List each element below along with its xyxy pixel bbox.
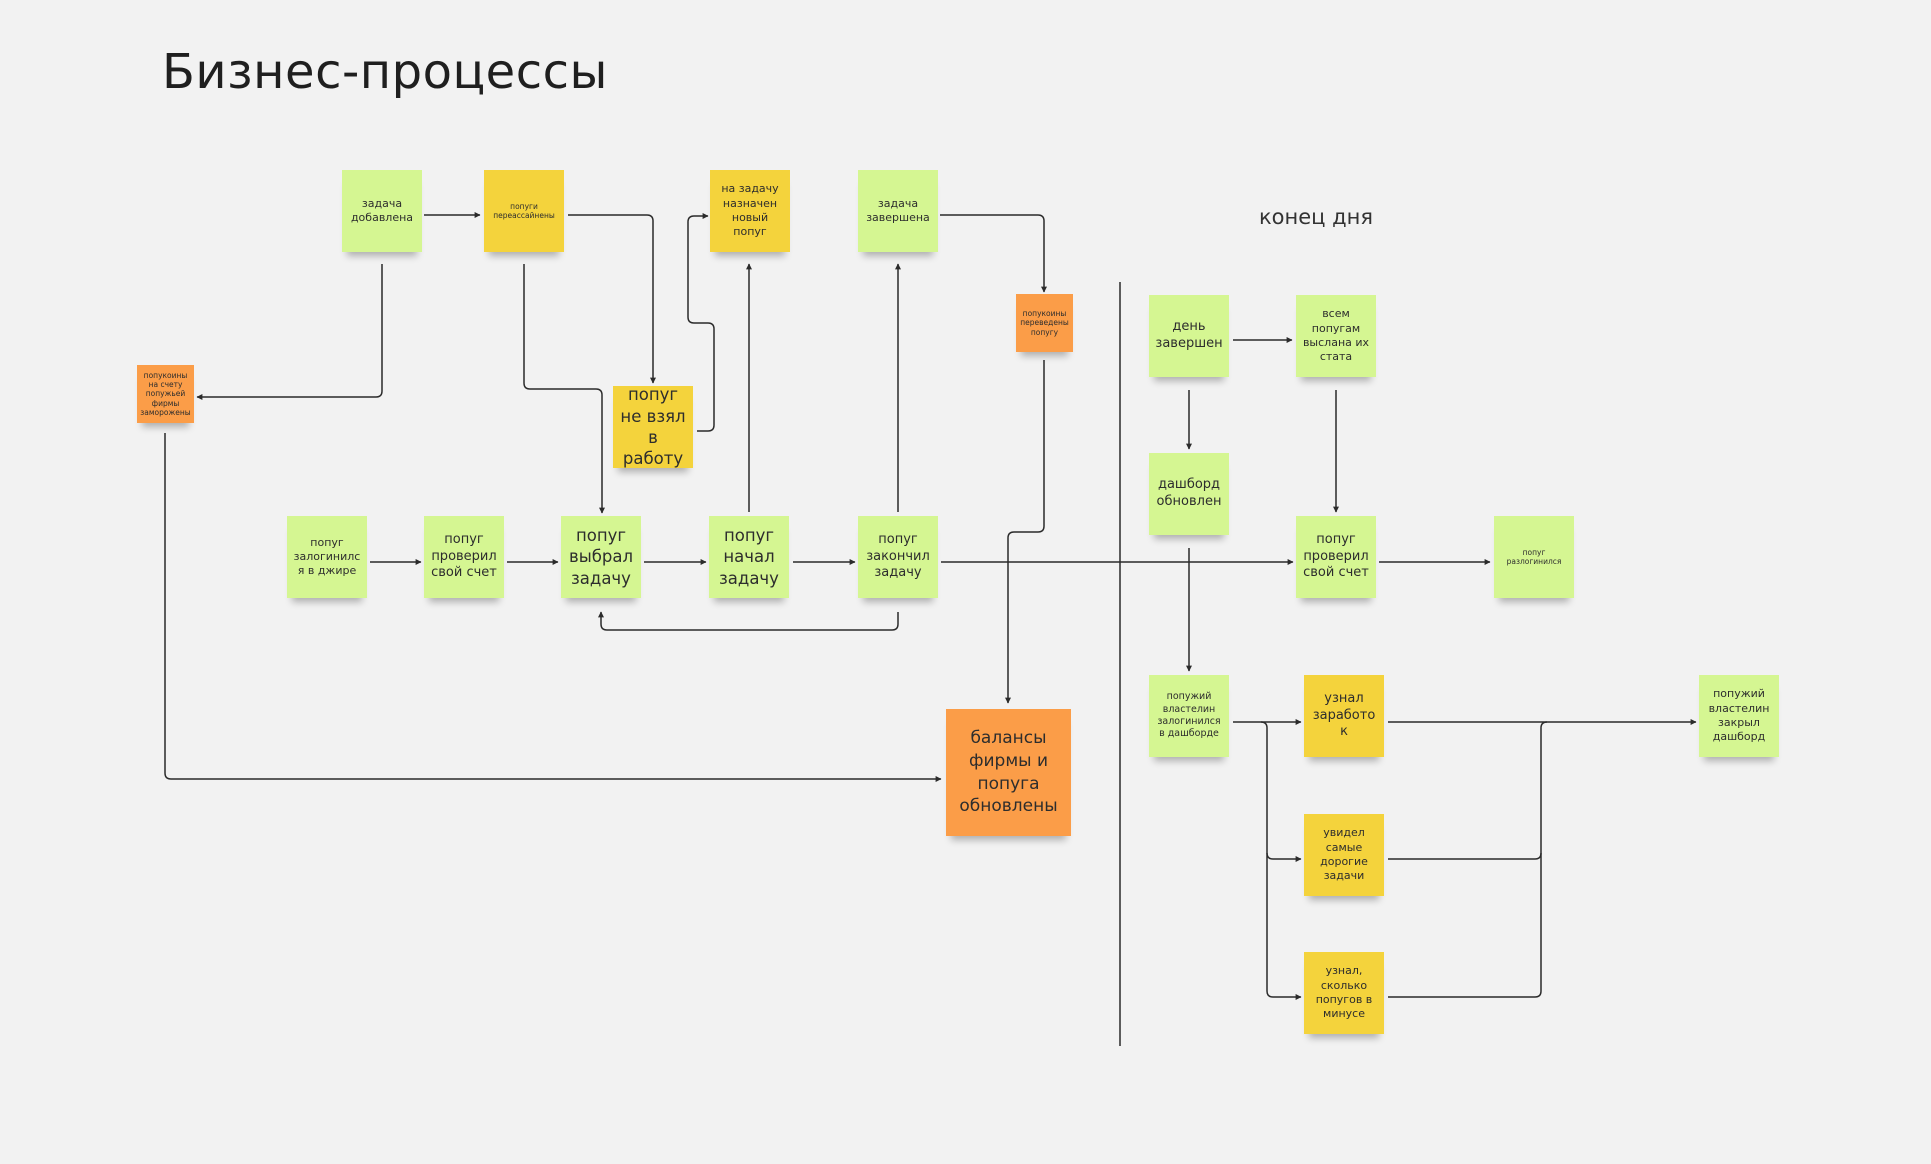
sticky-day-finished[interactable]: день завершен xyxy=(1149,295,1229,377)
sticky-parrot-checked-account-2[interactable]: попуг проверил свой счет xyxy=(1296,516,1376,598)
connector-refused-to-new-parrot xyxy=(687,213,715,432)
sticky-learned-minus-parrots[interactable]: узнал, сколько попугов в минусе xyxy=(1304,952,1384,1034)
sticky-lord-logged-in[interactable]: попужий властелин залогинился в дашборде xyxy=(1149,675,1229,757)
sticky-task-added[interactable]: задача добавлена xyxy=(342,170,422,252)
connector-task-added-to-coins-frozen xyxy=(196,264,383,400)
sticky-parrot-checked-account[interactable]: попуг проверил свой счет xyxy=(424,516,504,598)
sticky-parrot-logged-out[interactable]: попуг разлогинился xyxy=(1494,516,1574,598)
sticky-balances-updated[interactable]: балансы фирмы и попуга обновлены xyxy=(946,709,1071,836)
sticky-stats-sent[interactable]: всем попугам выслана их стата xyxy=(1296,295,1376,377)
connector-reassigned-to-chose-task xyxy=(523,264,605,514)
connector-minus-to-closed xyxy=(1388,853,1542,998)
sticky-parrot-chose-task[interactable]: попуг выбрал задачу xyxy=(561,516,641,598)
connector-finished-to-chose-loop xyxy=(598,611,899,631)
sticky-parrot-refused[interactable]: попуг не взял в работу xyxy=(613,386,693,468)
connector-lord-login-to-expensive xyxy=(1260,721,1302,862)
connector-coins-frozen-to-balances xyxy=(164,433,942,782)
sticky-new-parrot-assigned[interactable]: на задачу назначен новый попуг xyxy=(710,170,790,252)
sticky-saw-expensive-tasks[interactable]: увидел самые дорогие задачи xyxy=(1304,814,1384,896)
connector-task-completed-to-coins-transferred xyxy=(940,214,1047,293)
sticky-parrot-started-task[interactable]: попуг начал задачу xyxy=(709,516,789,598)
sticky-learned-earnings[interactable]: узнал заработок xyxy=(1304,675,1384,757)
section-label-end-of-day: конец дня xyxy=(1259,205,1374,229)
connector-reassigned-to-refused xyxy=(568,214,656,384)
sticky-parrot-finished-task[interactable]: попуг закончил задачу xyxy=(858,516,938,598)
connector-lord-login-to-minus xyxy=(1266,853,1302,1000)
connector-coins-transferred-to-balances xyxy=(1005,360,1045,704)
sticky-lord-closed-dashboard[interactable]: попужий властелин закрыл дашборд xyxy=(1699,675,1779,757)
connector-expensive-to-closed xyxy=(1388,721,1548,860)
sticky-dashboard-updated[interactable]: дашборд обновлен xyxy=(1149,453,1229,535)
sticky-coins-transferred[interactable]: попукоины переведены попугу xyxy=(1016,294,1073,352)
sticky-parrot-logged-in[interactable]: попуг залогинился в джире xyxy=(287,516,367,598)
sticky-parrots-reassigned[interactable]: попуги переассайнены xyxy=(484,170,564,252)
sticky-task-completed[interactable]: задача завершена xyxy=(858,170,938,252)
page-title: Бизнес-процессы xyxy=(162,44,608,100)
sticky-coins-frozen[interactable]: попукоины на счету попужьей фирмы заморо… xyxy=(137,365,194,423)
